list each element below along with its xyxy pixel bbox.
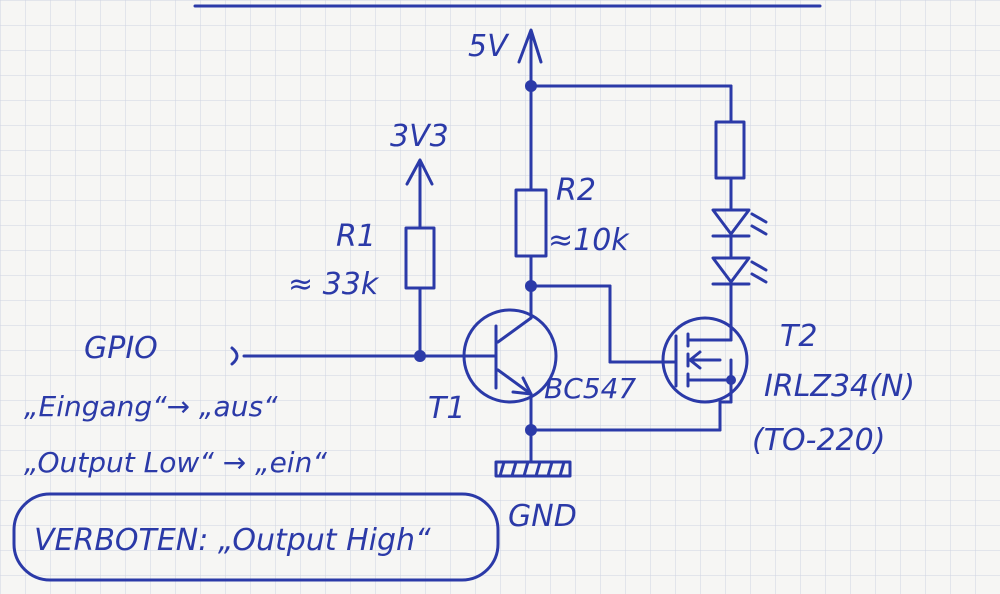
t1-collector [496,316,533,344]
supply-5v-arrow [517,28,543,64]
transistor-t2 [661,316,749,404]
warning-box [12,492,500,582]
supply-3v3-arrow [405,158,434,186]
label-gnd: GND [508,499,577,534]
note-output-low: „Output Low“ → „ein“ [24,446,327,479]
note-eingang: „Eingang“→ „aus“ [24,390,278,423]
t1-emitter [496,368,533,396]
label-t2-part: IRLZ34(N) [764,369,915,404]
ground-hatch-4 [534,460,542,478]
label-5v: 5V [468,29,510,64]
junction-5v [525,80,537,92]
t2-body-arrow [688,350,702,370]
label-r2-name: R2 [556,173,596,208]
junction-source [726,375,736,385]
label-gpio: GPIO [84,331,158,366]
ground-symbol [494,460,572,478]
label-t1-name: T1 [428,391,465,426]
gpio-connector [230,346,239,366]
transistor-t1 [462,308,558,404]
led-2 [711,256,751,284]
ground-hatch-5 [546,460,554,478]
label-r1-value: ≈ 33k [288,267,380,302]
junction-ground [525,424,537,436]
ground-hatch-3 [522,460,530,478]
led-2-light-arrow-a [750,260,768,272]
junction-base [414,350,426,362]
label-r1-name: R1 [336,219,376,254]
note-verboten: VERBOTEN: „Output High“ [34,523,431,558]
ground-hatch-1 [498,460,506,478]
led-2-light-arrow-b [750,272,768,284]
led-1 [711,208,751,236]
led-1-light-arrow-b [750,224,768,236]
label-r2-value: ≈10k [548,223,630,258]
ground-hatch-6 [558,460,566,478]
label-t2-package: (TO-220) [752,423,885,458]
junction-collector [525,280,537,292]
label-t2-name: T2 [780,319,817,354]
led-1-light-arrow-a [750,212,768,224]
ground-hatch-2 [510,460,518,478]
label-t1-part: BC547 [544,372,636,405]
label-3v3: 3V3 [390,119,449,154]
